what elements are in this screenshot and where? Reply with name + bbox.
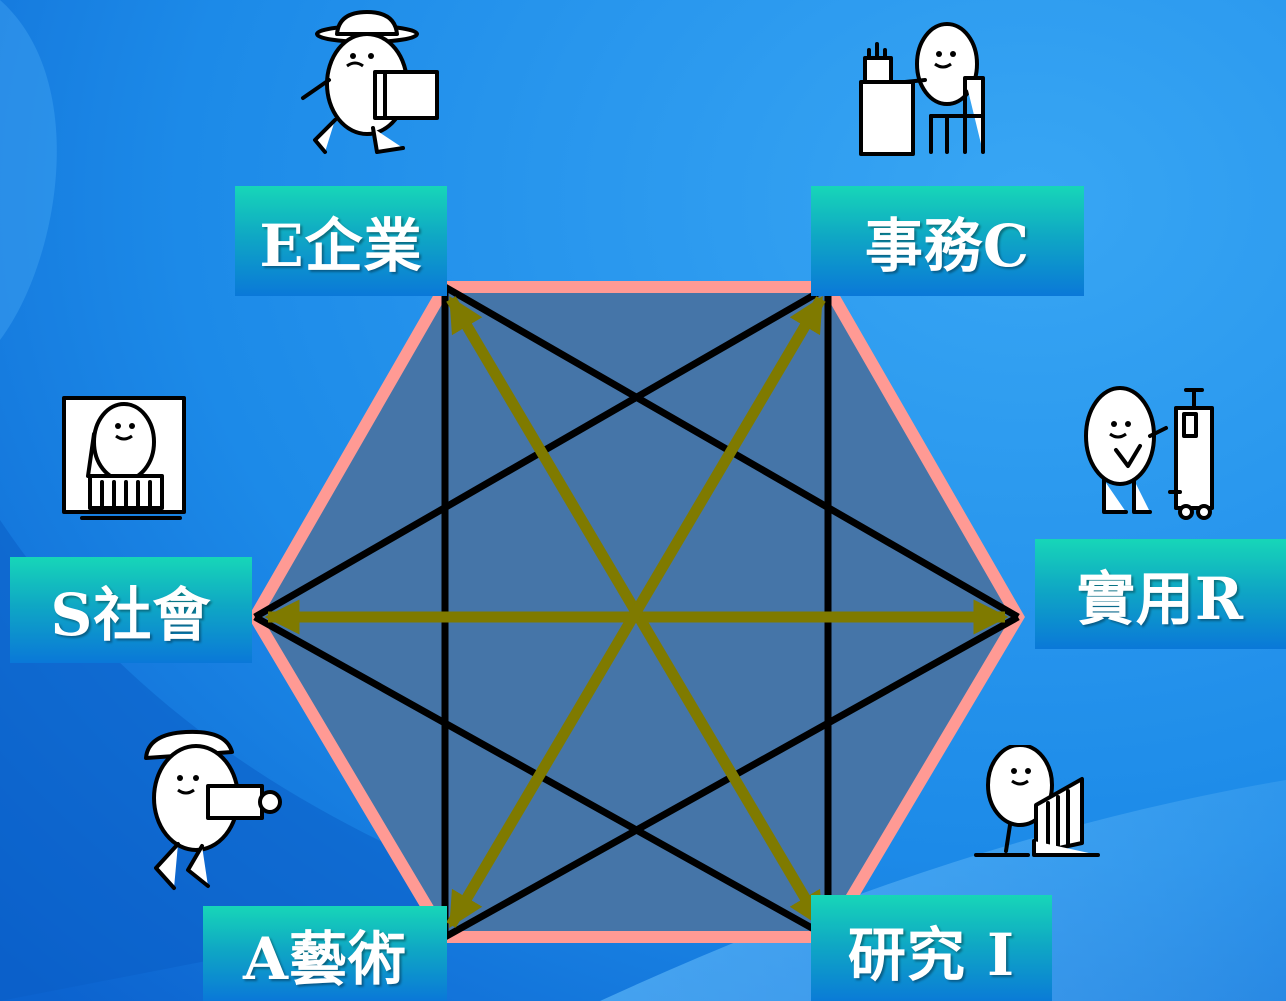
background-swoosh-dark xyxy=(0,520,520,1001)
label-enterprising: E企業 xyxy=(235,186,447,296)
egg-figure-with-hat-carrying-box-icon xyxy=(301,10,439,154)
label-artistic: A藝術 xyxy=(203,906,447,1001)
arrow-C-A xyxy=(446,295,826,929)
egg-figure-with-machine-icon xyxy=(1084,386,1214,520)
egg-figure-at-desk-icon xyxy=(859,22,985,156)
label-social: S社會 xyxy=(10,557,252,663)
egg-figure-reading-book-icon xyxy=(974,745,1100,857)
background-arc xyxy=(0,0,57,340)
background-swoosh-light xyxy=(600,780,1286,1001)
label-investigative: 研究 I xyxy=(811,895,1052,1001)
label-conventional: 事務C xyxy=(811,186,1084,296)
egg-figure-with-camera-icon xyxy=(144,729,282,890)
egg-figure-at-blackboard-icon xyxy=(62,396,186,520)
label-realistic: 實用R xyxy=(1035,539,1286,649)
opposite-arrows xyxy=(264,295,1009,929)
